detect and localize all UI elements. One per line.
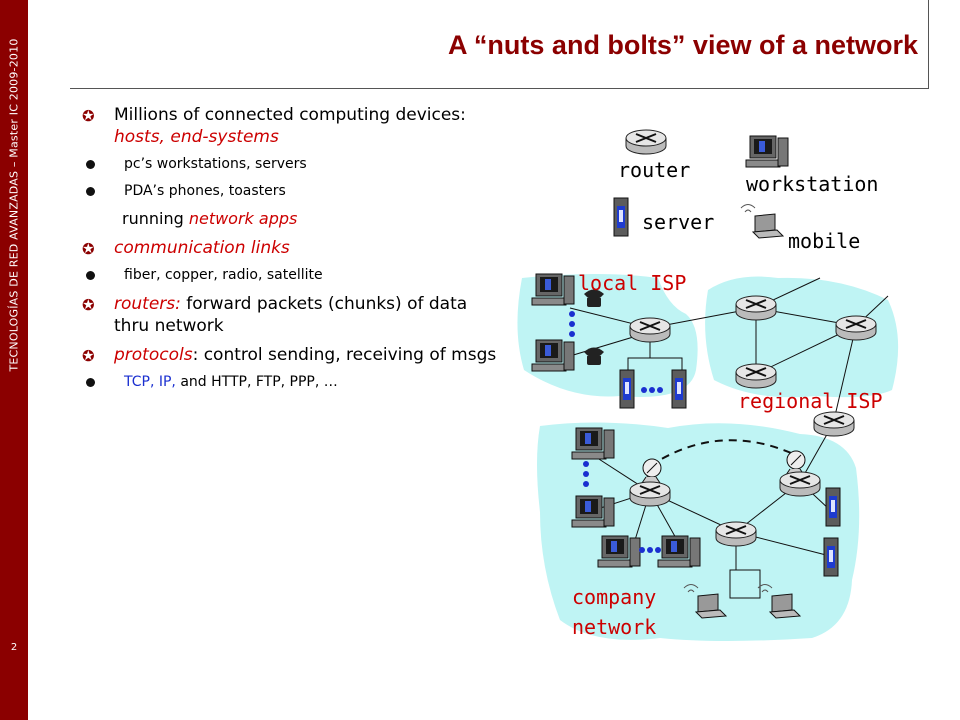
legend-router-label: router — [618, 158, 690, 182]
bullet-marker-icon: ✪ — [82, 347, 95, 365]
router-icon — [835, 315, 877, 341]
satellite-link — [649, 439, 799, 467]
host-workstation-icon — [571, 427, 615, 460]
sub-bullet-text: and HTTP, FTP, PPP, … — [175, 374, 338, 390]
router-icon — [629, 481, 671, 507]
sub-bullet: pc’s workstations, servers — [82, 155, 502, 174]
host-workstation-icon — [597, 535, 641, 568]
sidebar: TECNOLOGÍAS DE RED AVANZADAS – Master IC… — [0, 0, 28, 720]
company-network-label-line2: network — [572, 615, 656, 639]
router-icon — [813, 411, 855, 437]
regional-isp-label: regional ISP — [738, 389, 883, 413]
legend-mobile-label: mobile — [788, 229, 860, 253]
router-icon — [735, 363, 777, 389]
local-isp-label: local ISP — [578, 271, 686, 295]
host-workstation-icon — [531, 273, 575, 306]
emphasis-text: network apps — [188, 209, 298, 228]
bullet-emphasis: routers: — [114, 294, 181, 314]
sub-bullet: fiber, copper, radio, satellite — [82, 266, 502, 285]
legend-router-icon — [625, 129, 667, 155]
server-icon — [671, 369, 687, 409]
bullet-emphasis: communication links — [114, 238, 290, 258]
legend-mobile-icon — [740, 204, 784, 239]
sidebar-vertical-text: TECNOLOGÍAS DE RED AVANZADAS – Master IC… — [7, 38, 21, 372]
title-divider-vertical — [928, 0, 929, 88]
router-icon — [735, 295, 777, 321]
bullet-hosts: ✪ Millions of connected computing device… — [82, 104, 502, 148]
bullet-routers: ✪ routers: forward packets (chunks) of d… — [82, 293, 502, 337]
bullet-emphasis: protocols — [114, 345, 193, 365]
bullet-links: ✪ communication links — [82, 237, 502, 259]
bullet-emphasis: hosts, end-systems — [114, 127, 279, 147]
network-diagram: router workstation server mobile — [517, 129, 899, 641]
sub-bullet-text: pc’s workstations, servers — [124, 156, 307, 172]
legend-server-label: server — [642, 210, 714, 234]
router-icon — [779, 471, 821, 497]
server-icon — [823, 537, 839, 577]
bullet-marker-icon: ✪ — [82, 296, 95, 314]
legend-workstation-label: workstation — [746, 172, 878, 196]
page-number: 2 — [10, 642, 18, 653]
dot-icon — [86, 378, 95, 387]
router-icon — [629, 317, 671, 343]
running-apps-line: running network apps — [82, 209, 502, 229]
sub-bullet-text: PDA’s phones, toasters — [124, 183, 286, 199]
title-divider-horizontal — [70, 88, 929, 89]
company-network-cloud — [537, 422, 860, 641]
ellipsis-dots-icon — [569, 311, 575, 337]
bullet-text: Millions of connected computing devices: — [114, 105, 466, 125]
ellipsis-dots-icon — [641, 387, 663, 393]
server-icon — [825, 487, 841, 527]
legend-server-icon — [613, 197, 629, 237]
sub-bullet-blue-text: TCP, IP, — [124, 374, 176, 390]
sub-bullet: PDA’s phones, toasters — [82, 182, 502, 201]
bullet-list: ✪ Millions of connected computing device… — [82, 104, 502, 400]
plain-text: running — [122, 209, 189, 228]
dot-icon — [86, 160, 95, 169]
host-workstation-icon — [571, 495, 615, 528]
bullet-protocols: ✪ protocols: control sending, receiving … — [82, 344, 502, 366]
bullet-marker-icon: ✪ — [82, 240, 95, 258]
company-network-label-line1: company — [572, 585, 656, 609]
router-icon — [715, 521, 757, 547]
host-workstation-icon — [657, 535, 701, 568]
bullet-text: forward packets (chunks) of data thru ne… — [114, 294, 468, 336]
host-workstation-icon — [531, 339, 575, 372]
bullet-marker-icon: ✪ — [82, 107, 95, 125]
bullet-text: : control sending, receiving of msgs — [192, 345, 497, 365]
server-icon — [619, 369, 635, 409]
ellipsis-dots-icon — [583, 461, 661, 553]
sub-bullet-text: fiber, copper, radio, satellite — [124, 267, 323, 283]
legend-workstation-icon — [745, 135, 789, 168]
sub-bullet: TCP, IP, and HTTP, FTP, PPP, … — [82, 373, 502, 392]
dot-icon — [86, 187, 95, 196]
dot-icon — [86, 271, 95, 280]
slide-title: A “nuts and bolts” view of a network — [447, 30, 918, 60]
wireless-access-point-icon — [729, 569, 761, 599]
